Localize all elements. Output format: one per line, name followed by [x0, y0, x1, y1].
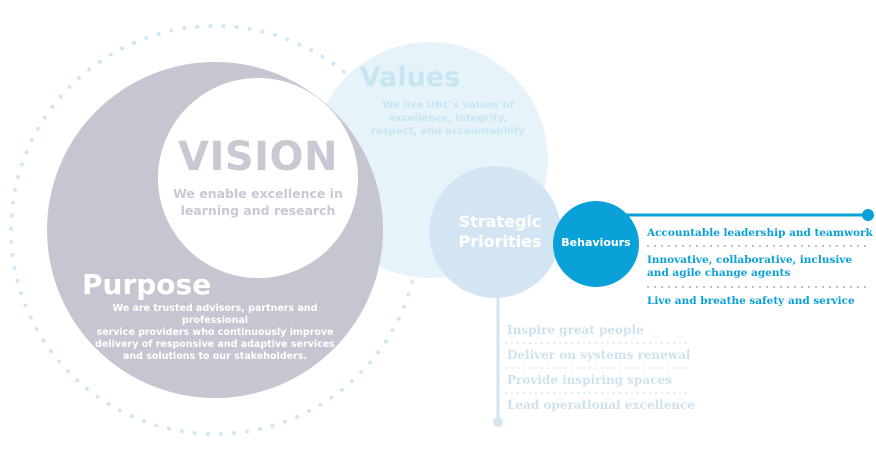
behaviours-circle [553, 201, 639, 287]
values-text: We live UBC's values of excellence, inte… [348, 99, 548, 138]
behaviour-line: Live and breathe safety and service [647, 295, 855, 307]
purpose-line: and solutions to our stakeholders. [122, 351, 308, 362]
purpose-line: We are trusted advisors, partners and pr… [112, 303, 318, 326]
behaviour-item: Accountable leadership and teamwork [647, 227, 876, 240]
values-line: respect, and accountability [370, 126, 526, 137]
vision-text: We enable excellence in learning and res… [173, 186, 343, 218]
behaviour-line: Innovative, collaborative, inclusive [647, 254, 853, 266]
strategic-priorities-circle [429, 166, 561, 298]
behaviour-item: Live and breathe safety and service [647, 295, 876, 308]
vision-title: VISION [177, 134, 338, 180]
priority-item: Deliver on systems renewal [507, 348, 691, 362]
behaviour-item: Innovative, collaborative, inclusive and… [647, 254, 876, 280]
values-title: Values [359, 62, 461, 93]
behaviours-label: Behaviours [561, 236, 631, 249]
priority-item: Inspire great people [507, 323, 644, 337]
purpose-title: Purpose [82, 268, 212, 301]
values-line: excellence, integrity, [388, 113, 508, 124]
behaviour-line: and agile change agents [647, 267, 791, 279]
strategic-priorities-title: Strategic Priorities [440, 212, 560, 252]
priority-item: Lead operational excellence [507, 398, 696, 412]
behaviour-line: Accountable leadership and teamwork [647, 227, 873, 239]
purpose-text: We are trusted advisors, partners and pr… [80, 303, 350, 363]
purpose-line: service providers who continuously impro… [96, 327, 334, 338]
sp-title-line: Strategic [458, 212, 542, 231]
priority-item: Provide inspiring spaces [507, 373, 672, 387]
priorities-line-end [493, 417, 503, 427]
values-line: We live UBC's values of [382, 100, 514, 111]
sp-title-line: Priorities [458, 232, 542, 251]
purpose-line: delivery of responsive and adaptive serv… [95, 339, 335, 350]
vision-circle [158, 78, 358, 278]
behaviours-line-end [862, 209, 874, 221]
